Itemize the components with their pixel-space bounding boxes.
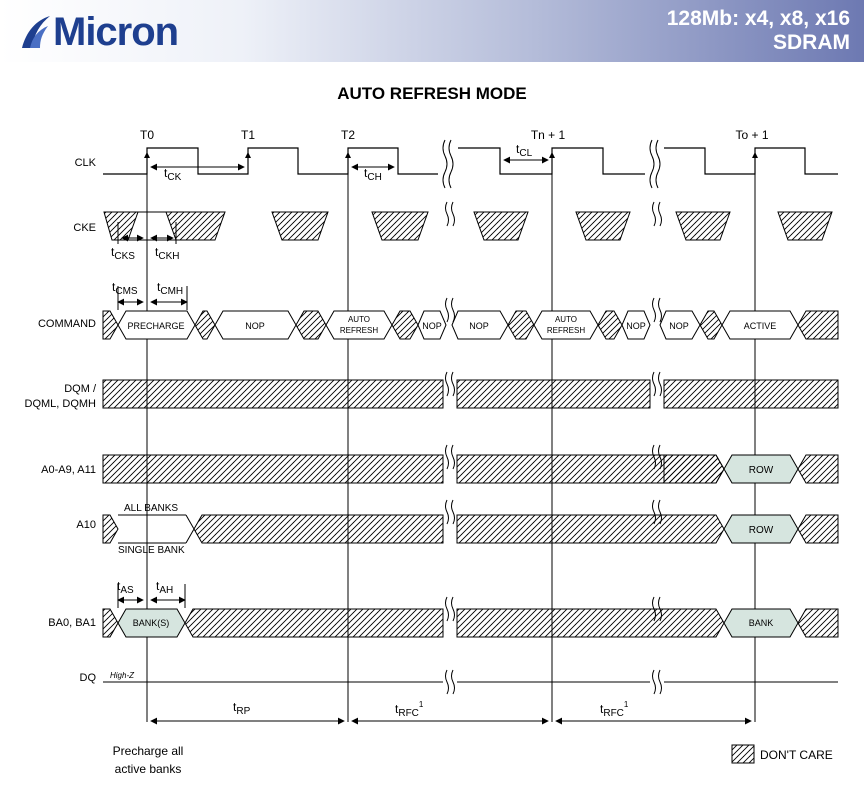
a10-all-banks-label: ALL BANKS [124,503,178,514]
timing-tas: tAS [117,579,134,596]
signal-label-cke: CKE [73,222,96,234]
addr-bus [102,454,839,484]
dqm-bus [102,379,839,409]
timing-tch: tCH [364,166,382,183]
ba-bus [102,608,839,638]
signal-label-a10: A10 [76,519,96,531]
signal-label-clk: CLK [75,157,97,169]
clock-label-to1: To + 1 [735,128,768,142]
timing-tah: tAH [156,579,173,596]
command-refresh1-label-2: REFRESH [340,326,378,335]
command-labels: PRECHARGE NOP AUTO REFRESH NOP NOP AUTO … [127,315,776,335]
command-precharge-label: PRECHARGE [127,321,184,331]
command-bus [102,310,839,340]
signal-label-dqm-2: DQML, DQMH [25,398,97,410]
clock-label-t2: T2 [341,128,355,142]
signal-label-dq: DQ [80,672,97,684]
timing-tcl: tCL [516,142,533,159]
micron-logo-mark-icon [22,16,50,48]
command-nop3-label: NOP [469,321,489,331]
timing-labels: tCK tCH tCL tCKS tCKH tCMS tCMH tAS tAH … [111,142,629,719]
timing-tck: tCK [164,166,182,183]
micron-logo-text: Micron [53,10,179,54]
a10-labels: ALL BANKS SINGLE BANK ROW [118,503,774,556]
command-refresh1-label-1: AUTO [348,315,370,324]
document-title-line2: SDRAM [773,31,850,54]
timing-trfc-1: tRFC1 [395,700,424,719]
timing-trfc-2: tRFC1 [600,700,629,719]
signal-label-ba: BA0, BA1 [48,617,96,629]
command-nop2-box [417,310,447,340]
command-nop1-label: NOP [245,321,265,331]
page-header: Micron 128Mb: x4, x8, x16 SDRAM [0,0,864,62]
dq-high-z-label: High-Z [110,671,135,680]
clock-label-t1: T1 [241,128,255,142]
timing-trp: tRP [233,700,251,717]
command-nop5-label: NOP [669,321,689,331]
command-active-label: ACTIVE [744,321,777,331]
timing-tcks: tCKS [111,245,135,262]
command-nop4-label: NOP [626,321,646,331]
document-title-line1: 128Mb: x4, x8, x16 [666,7,850,30]
clock-label-tn1: Tn + 1 [531,128,566,142]
addr-row-label: ROW [749,465,774,476]
ba-banks-label: BANK(S) [133,618,170,628]
cke-waveform [103,211,833,241]
timing-tckh: tCKH [155,245,179,262]
clk-edge-arrows [144,152,758,158]
ba-labels: BANK(S) BANK [133,618,774,628]
clk-waveform [103,147,838,175]
precharge-note-line2: active banks [115,762,182,776]
page-title: AUTO REFRESH MODE [337,84,527,103]
precharge-note-line1: Precharge all [113,744,184,758]
signal-labels: CLK CKE COMMAND DQM / DQML, DQMH A0-A9, … [25,157,97,684]
command-nop2-label: NOP [422,321,442,331]
clock-labels: T0 T1 T2 Tn + 1 To + 1 [140,128,769,142]
ba-bank-label: BANK [749,618,774,628]
command-refresh2-label-1: AUTO [555,315,577,324]
legend-hatch-swatch [731,744,755,764]
precharge-note: Precharge all active banks [113,744,184,776]
timing-tcmh: tCMH [157,280,183,297]
signal-label-addr: A0-A9, A11 [41,464,96,476]
timing-arrows [117,156,752,725]
signal-label-command: COMMAND [38,318,96,330]
legend: DON'T CARE [731,744,833,764]
micron-logo: Micron [18,6,179,58]
document-title: 128Mb: x4, x8, x16 SDRAM [667,7,850,55]
command-refresh2-label-2: REFRESH [547,326,585,335]
a10-row-label: ROW [749,525,774,536]
a10-single-bank-label: SINGLE BANK [118,545,185,556]
legend-dont-care-label: DON'T CARE [760,748,833,762]
clock-label-t0: T0 [140,128,154,142]
a10-bus [102,514,839,544]
break-marks [442,139,662,695]
command-nop4-box [621,310,651,340]
signal-label-dqm-1: DQM / [64,383,97,395]
timing-tcms: tCMS [112,280,138,297]
